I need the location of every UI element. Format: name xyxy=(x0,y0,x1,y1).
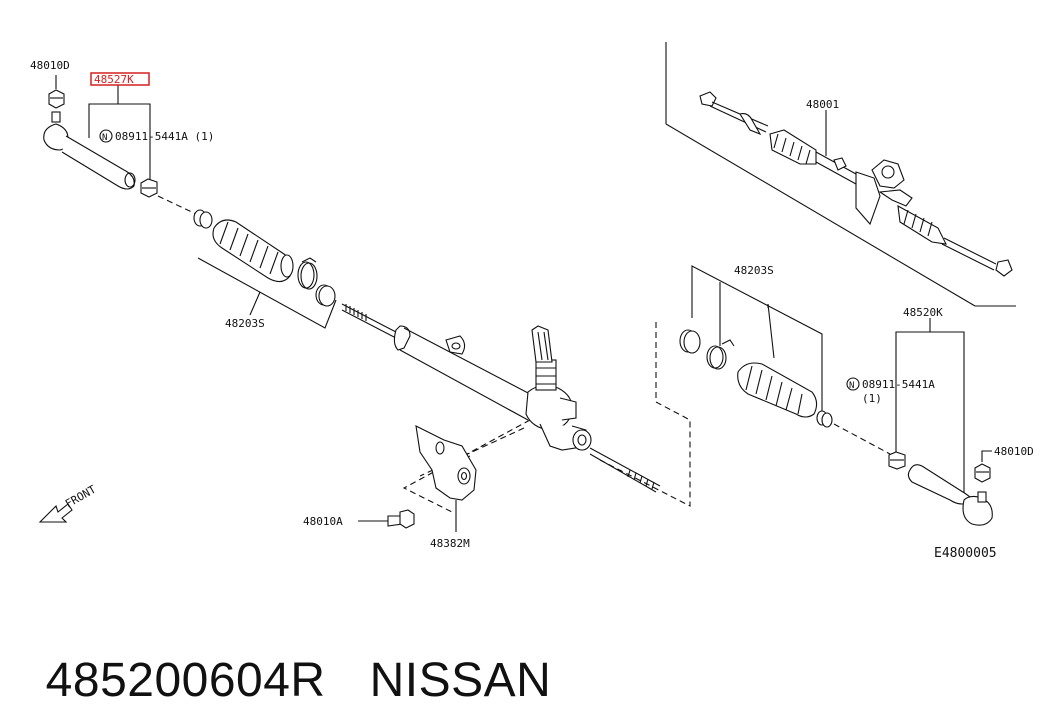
left-band-clamp xyxy=(297,257,318,290)
label-gear-assy: 48001 xyxy=(806,98,839,111)
right-band-clamp xyxy=(706,339,735,370)
brand-name: NISSAN xyxy=(369,654,552,707)
label-front: FRONT xyxy=(63,483,99,511)
front-arrow xyxy=(38,503,73,523)
left-jam-nut xyxy=(140,178,158,198)
mounting-bracket xyxy=(415,425,477,532)
n-symbol-left: N xyxy=(102,133,107,143)
label-nut-right: 48010D xyxy=(994,445,1034,458)
label-boot-left: 48203S xyxy=(225,317,265,330)
label-tie-rod-right: 48520K xyxy=(903,306,943,319)
label-bracket: 48382M xyxy=(430,537,470,550)
left-boot xyxy=(212,219,294,283)
bolt xyxy=(358,509,415,529)
right-jam-nut xyxy=(888,451,906,470)
label-note-right-a: 08911-5441A xyxy=(862,378,935,391)
label-nut-left: 48010D xyxy=(30,59,70,72)
label-tie-rod-left: 48527K xyxy=(94,73,134,86)
right-ring xyxy=(679,329,701,354)
gear-assembly-inset xyxy=(665,42,1016,307)
left-small-clamp xyxy=(193,209,213,229)
n-symbol-right: N xyxy=(849,381,854,391)
label-bolt: 48010A xyxy=(303,515,343,528)
left-ring xyxy=(315,284,336,307)
rack-housing xyxy=(393,325,661,493)
left-threaded-rod xyxy=(341,303,397,339)
parts-diagram: 48010D 48527K N 08911-5441A (1) 48203S 4… xyxy=(30,42,1034,561)
part-number: 485200604R xyxy=(45,654,326,707)
footer: 485200604R NISSAN xyxy=(18,598,551,708)
right-nut xyxy=(974,450,992,483)
label-note-right-b: (1) xyxy=(862,392,882,405)
left-nut xyxy=(48,75,65,109)
label-diagram-code: E4800005 xyxy=(934,546,997,561)
right-boot xyxy=(737,362,818,418)
right-small-clamp xyxy=(816,410,833,428)
right-tie-rod-end xyxy=(907,464,993,526)
label-note-left: 08911-5441A (1) xyxy=(115,130,214,143)
left-tie-rod-end xyxy=(43,111,136,190)
label-boot-right: 48203S xyxy=(734,264,774,277)
right-boot-bracket xyxy=(691,265,823,412)
